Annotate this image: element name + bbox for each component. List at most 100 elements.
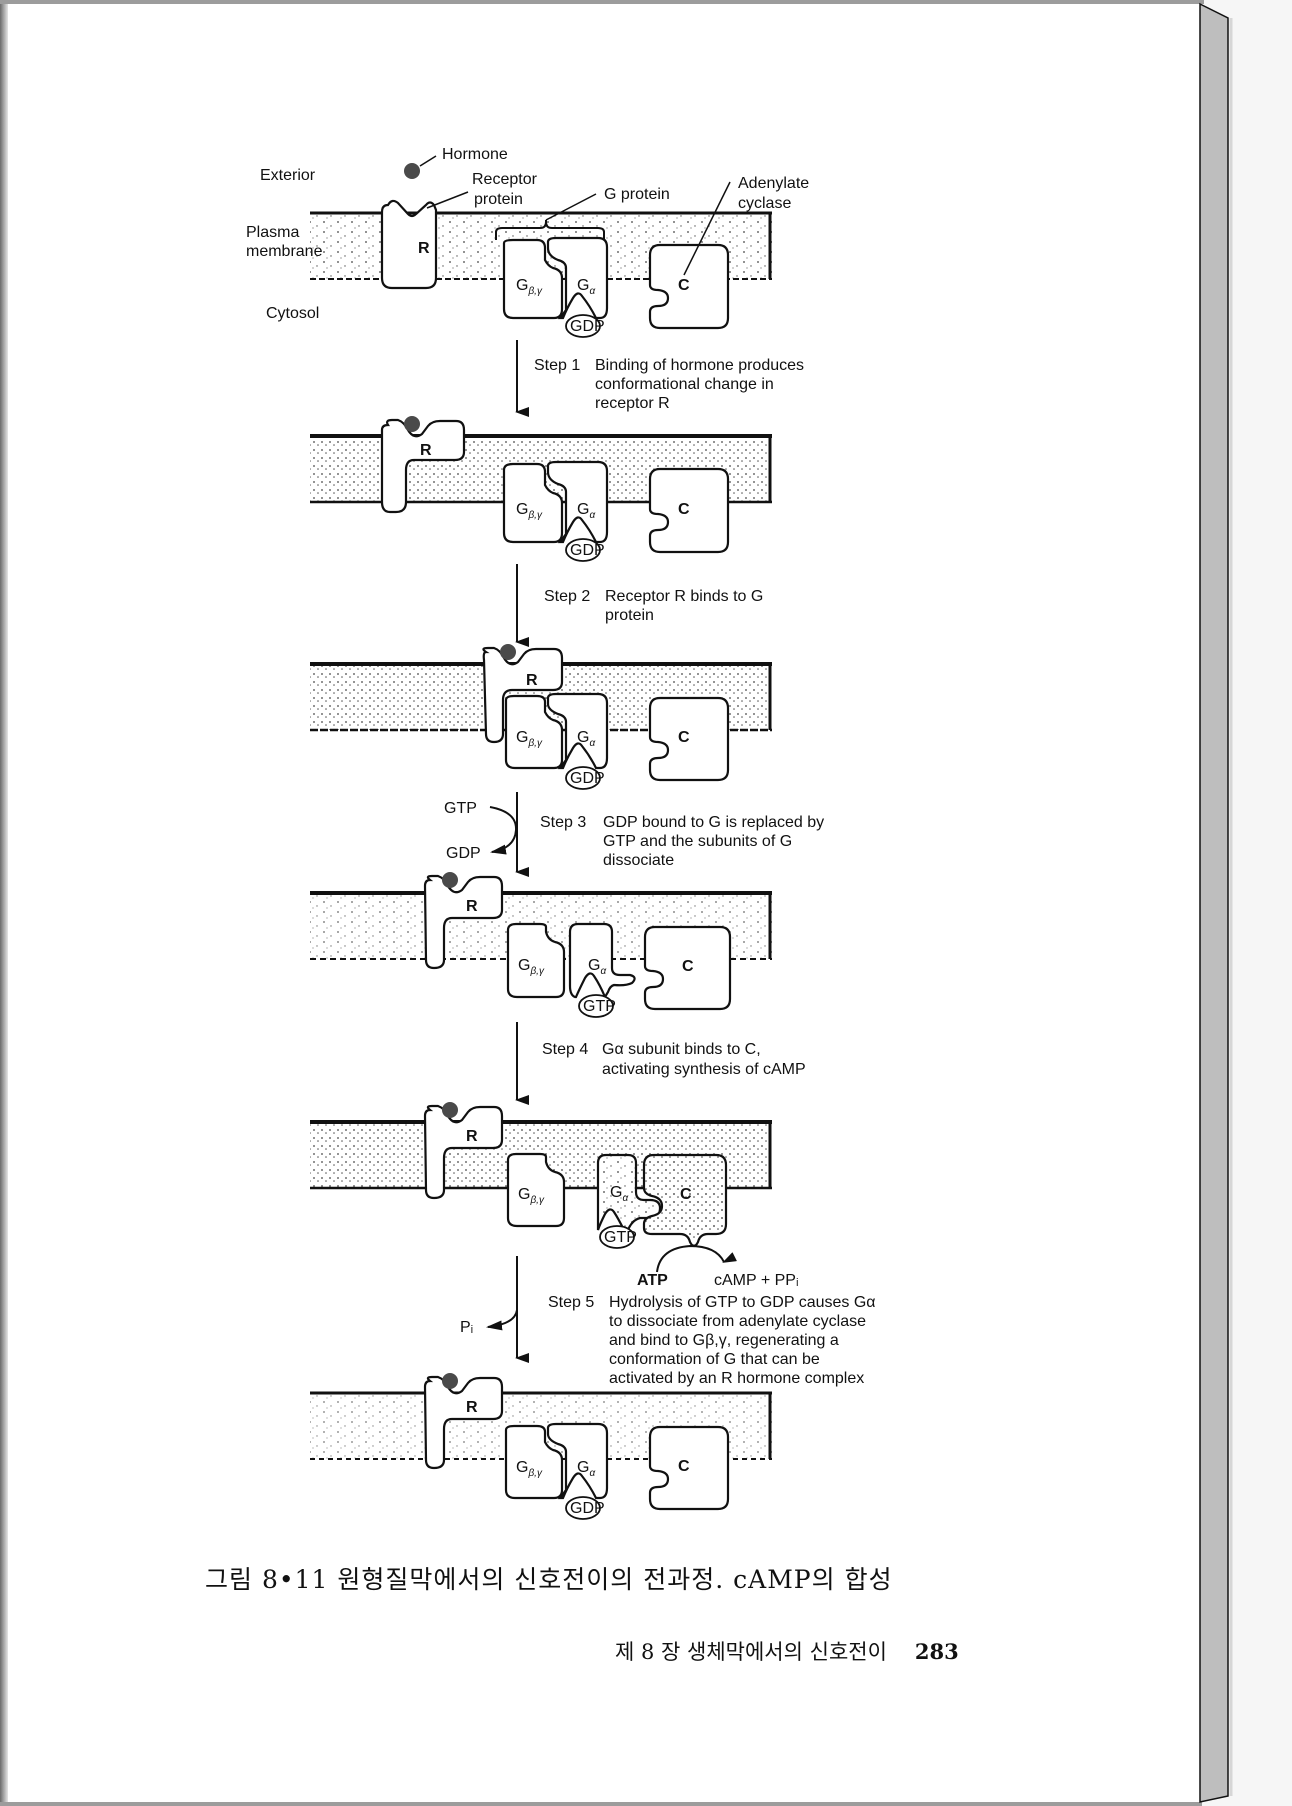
svg-text:Gα: Gα (577, 729, 595, 749)
gtp-molecule (578, 994, 614, 1018)
hormone-molecule (442, 1373, 458, 1389)
svg-text:Step 2: Step 2 (544, 588, 590, 605)
atp-label: ATP (637, 1272, 668, 1289)
svg-text:dissociate: dissociate (603, 852, 674, 869)
panel-step5: R GDP C Gβ,γ Gα (310, 1373, 772, 1520)
hormone-molecule (404, 163, 420, 179)
step2-text: Step 2 Receptor R binds to G protein (544, 588, 763, 624)
svg-text:Gα: Gα (577, 1459, 595, 1479)
svg-text:Binding of hormone produces: Binding of hormone produces (595, 357, 804, 374)
viewer-top-edge (0, 0, 1204, 4)
plasma-membrane-label-2: membrane (246, 243, 323, 260)
svg-text:C: C (678, 1458, 690, 1475)
chapter-title: 제 8 장 생체막에서의 신호전이 (615, 1640, 887, 1664)
page-number: 283 (914, 1639, 959, 1664)
step1-text: Step 1 Binding of hormone produces confo… (534, 357, 804, 412)
g-beta-gamma (502, 238, 564, 320)
g-alpha (546, 692, 609, 770)
svg-text:conformational change in: conformational change in (595, 376, 774, 393)
svg-text:C: C (678, 277, 690, 294)
svg-text:Step 1: Step 1 (534, 357, 580, 374)
cytosol-label: Cytosol (266, 305, 319, 322)
g-alpha-label: Gα (577, 277, 595, 297)
svg-text:Gα: Gα (610, 1184, 628, 1204)
svg-text:GDP: GDP (570, 1500, 605, 1517)
svg-text:Gβ,γ: Gβ,γ (516, 1459, 543, 1479)
step3-text: Step 3 GDP bound to G is replaced by GTP… (540, 814, 824, 869)
g-beta-gamma (504, 694, 564, 770)
gdp-molecule (565, 766, 601, 790)
g-beta-gamma-label: Gβ,γ (516, 277, 543, 297)
svg-text:Gα: Gα (588, 957, 606, 977)
svg-text:GTP: GTP (604, 1229, 637, 1246)
receptor-protein (380, 199, 438, 290)
adenylate-cyclase-label-2: cyclase (738, 195, 791, 212)
camp-ppi-label: cAMP + PPᵢ (714, 1272, 798, 1289)
svg-text:Gβ,γ: Gβ,γ (518, 957, 545, 977)
svg-text:C: C (678, 501, 690, 518)
adenylate-cyclase (648, 696, 730, 782)
page-footer: 제 8 장 생체막에서의 신호전이 283 (615, 1636, 959, 1666)
viewer-bottom-edge (0, 1802, 1202, 1806)
svg-text:GDP: GDP (570, 318, 605, 335)
gtp-gdp-exchange-arrow (489, 806, 518, 855)
adenylate-cyclase (643, 925, 732, 1011)
svg-text:C: C (680, 1186, 692, 1203)
svg-text:R: R (466, 898, 478, 915)
g-beta-gamma (504, 1424, 564, 1500)
panel-step1: R GDP C Gβ,γ Gα (310, 416, 772, 562)
svg-text:protein: protein (605, 607, 654, 624)
svg-text:Step 3: Step 3 (540, 814, 586, 831)
svg-text:R: R (466, 1399, 478, 1416)
hormone-molecule (442, 872, 458, 888)
gdp-molecule (565, 538, 601, 562)
pi-release-arrow (486, 1309, 518, 1331)
gdp-molecule (565, 1496, 601, 1520)
adenylate-cyclase (648, 1425, 730, 1511)
adenylate-cyclase (648, 243, 730, 330)
hormone-label: Hormone (442, 146, 508, 163)
svg-text:Gβ,γ: Gβ,γ (516, 729, 543, 749)
svg-text:GDP: GDP (570, 542, 605, 559)
svg-text:Gβ,γ: Gβ,γ (516, 501, 543, 521)
receptor-protein-label-1: Receptor (472, 171, 538, 188)
svg-text:R: R (420, 442, 432, 459)
viewer-left-edge (0, 4, 8, 1806)
g-protein-label: G protein (604, 186, 670, 203)
step4-text: Step 4 Gα subunit binds to C, activating… (542, 1041, 806, 1078)
svg-text:Hydrolysis of GTP to GDP cause: Hydrolysis of GTP to GDP causes Gα (609, 1294, 876, 1311)
svg-text:R: R (466, 1128, 478, 1145)
hormone-molecule (404, 416, 420, 432)
gdp-out-label: GDP (446, 845, 481, 862)
panel-initial: R GDP C Gβ,γ Gα Exterior Hormone Recepto… (246, 146, 809, 338)
svg-text:C: C (678, 729, 690, 746)
svg-text:Gα subunit binds to C,: Gα subunit binds to C, (602, 1041, 761, 1058)
svg-text:GTP: GTP (583, 998, 616, 1015)
adenylate-cyclase-active (642, 1153, 728, 1248)
hormone-molecule (442, 1102, 458, 1118)
figure-caption: 그림 8•11 원형질막에서의 신호전이의 전과정. cAMP의 합성 (205, 1565, 893, 1594)
step5-text: Step 5 Hydrolysis of GTP to GDP causes G… (548, 1294, 876, 1387)
svg-text:Receptor R binds to G: Receptor R binds to G (605, 588, 763, 605)
g-alpha (546, 1422, 609, 1500)
svg-text:receptor R: receptor R (595, 395, 670, 412)
plasma-membrane-label-1: Plasma (246, 224, 299, 241)
gdp-molecule (565, 314, 601, 338)
svg-text:R: R (526, 672, 538, 689)
atp-camp-reaction-arrow (656, 1244, 737, 1273)
panel-step3: R GTP C Gβ,γ Gα (310, 872, 772, 1018)
hormone-molecule (500, 644, 516, 660)
svg-text:Gβ,γ: Gβ,γ (518, 1186, 545, 1206)
exterior-label: Exterior (260, 167, 316, 184)
panel-step4: R GTP C Gβ,γ Gα ATP cAMP + PPᵢ (310, 1102, 798, 1289)
panel-step2: R GDP C Gβ,γ Gα (310, 644, 772, 790)
svg-text:C: C (682, 958, 694, 975)
svg-text:to dissociate from adenylate c: to dissociate from adenylate cyclase (609, 1313, 866, 1330)
receptor-protein-label-2: protein (474, 191, 523, 208)
adenylate-cyclase (648, 467, 730, 554)
pi-label: Pᵢ (460, 1319, 473, 1336)
svg-text:activating synthesis of cAMP: activating synthesis of cAMP (602, 1061, 806, 1078)
gtp-in-label: GTP (444, 800, 477, 817)
g-beta-gamma (506, 1152, 566, 1228)
svg-text:GDP: GDP (570, 770, 605, 787)
